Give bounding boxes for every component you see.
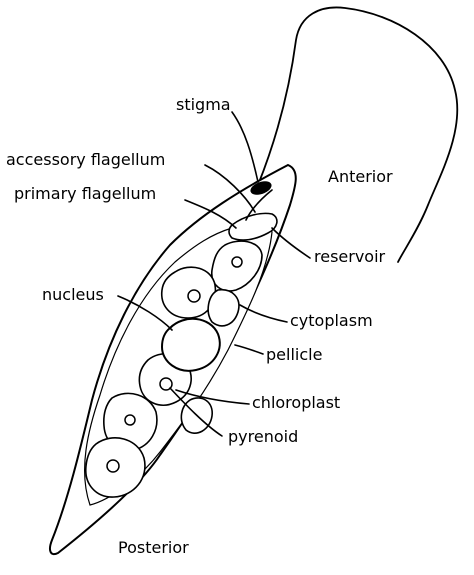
label-pellicle: pellicle: [266, 345, 322, 364]
label-posterior: Posterior: [118, 538, 189, 557]
label-pyrenoid: pyrenoid: [228, 427, 298, 446]
leader-pellicle: [234, 344, 264, 355]
pyrenoid: [159, 377, 173, 391]
leader-stigma: [231, 111, 259, 183]
stigma: [250, 181, 272, 195]
label-cytoplasm: cytoplasm: [290, 311, 373, 330]
leader-accessory-flagellum: [204, 164, 256, 213]
leader-reservoir: [271, 227, 311, 259]
pyrenoid: [231, 256, 243, 268]
label-anterior: Anterior: [328, 167, 393, 186]
label-stigma: stigma: [176, 95, 231, 114]
label-reservoir: reservoir: [314, 247, 386, 266]
label-nucleus: nucleus: [42, 285, 104, 304]
pyrenoid: [106, 459, 120, 473]
pyrenoid: [187, 289, 201, 303]
leader-chloroplast: [175, 389, 250, 405]
pyrenoid: [124, 414, 136, 426]
chloroplast: [207, 288, 240, 327]
leader-primary-flagellum: [184, 199, 237, 229]
leader-pyrenoid: [169, 387, 223, 437]
leader-nucleus: [117, 295, 173, 331]
reservoir: [228, 212, 278, 241]
accessory-flagellum: [245, 189, 273, 221]
nucleus: [160, 317, 221, 372]
primary-flagellum-whip: [257, 6, 459, 263]
label-accessory-flagellum: accessory flagellum: [6, 150, 165, 169]
label-chloroplast: chloroplast: [252, 393, 340, 412]
label-primary-flagellum: primary flagellum: [14, 184, 156, 203]
leader-cytoplasm: [239, 304, 288, 323]
